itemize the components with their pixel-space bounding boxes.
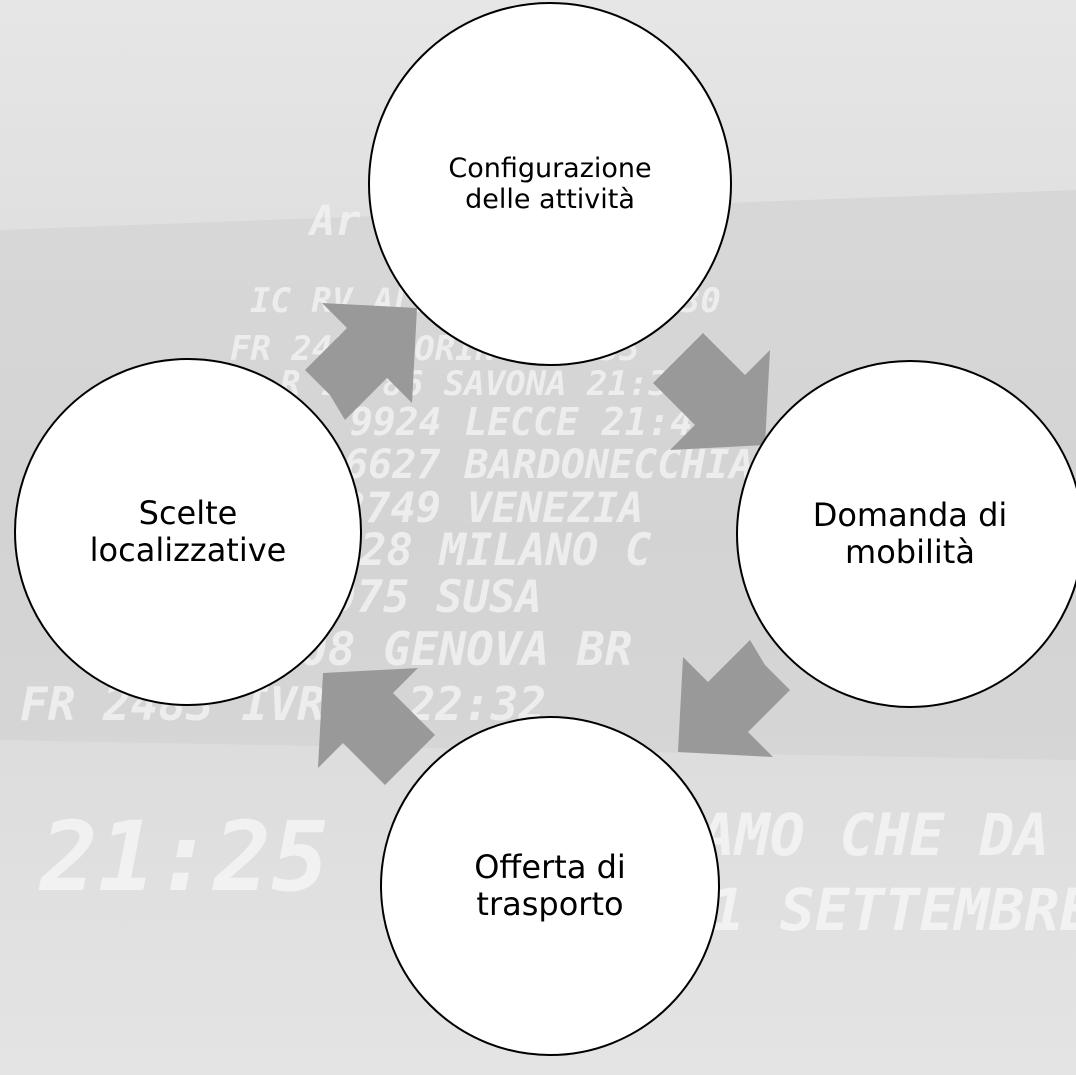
board-ticker: AMO CHE DA (696, 801, 1049, 869)
node-label: Offerta di trasporto (474, 848, 626, 923)
node-label: Domanda di mobilità (812, 496, 1008, 571)
board-line: 28 MILANO C (359, 525, 652, 576)
board-line: 2749 VENEZIA (339, 483, 643, 532)
board-clock: 21:25 (38, 801, 329, 913)
cycle-node-scelte: Scelte localizzative (14, 358, 362, 706)
board-ticker: 1 SETTEMBRE (710, 876, 1076, 944)
board-line: R 13786 SAVONA 21:35 (280, 364, 689, 404)
board-line: Ar (307, 196, 361, 245)
board-line: 975 SUSA (330, 572, 542, 623)
node-label: Scelte localizzative (89, 494, 287, 569)
board-line: 9924 LECCE 21:40 (350, 400, 716, 444)
node-label: Configurazione delle attività (448, 152, 652, 215)
board-line: 08 GENOVA BR (300, 622, 632, 676)
board-line: 16627 BARDONECCHIA (320, 442, 753, 488)
cycle-node-offerta: Offerta di trasporto (380, 716, 720, 1056)
cycle-node-configurazione: Configurazione delle attività (368, 2, 732, 366)
board-line: FR 2483 IVREA 22:32 (20, 677, 546, 731)
cycle-node-domanda: Domanda di mobilità (736, 360, 1076, 708)
